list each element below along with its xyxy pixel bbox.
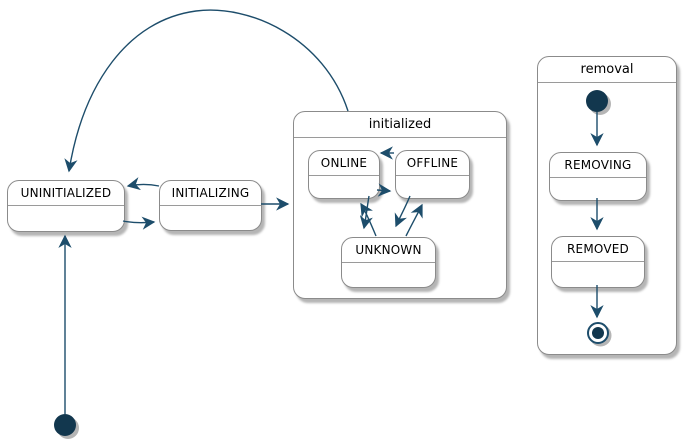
transition-uninitialized-to-initializing bbox=[122, 216, 156, 230]
state-uninitialized: UNINITIALIZED bbox=[7, 180, 125, 232]
state-removed: REMOVED bbox=[551, 236, 645, 288]
state-online-body bbox=[309, 176, 379, 198]
state-removing-label: REMOVING bbox=[550, 153, 646, 178]
state-initializing: INITIALIZING bbox=[159, 180, 262, 231]
state-offline-label: OFFLINE bbox=[396, 151, 469, 176]
composite-initialized-title: initialized bbox=[294, 112, 506, 138]
initial-state-shadow bbox=[57, 417, 79, 439]
state-offline-body bbox=[396, 176, 469, 198]
composite-initialized-region: ONLINE OFFLINE UNKNOWN bbox=[294, 138, 506, 298]
state-online: ONLINE bbox=[308, 150, 380, 199]
state-unknown-body bbox=[342, 263, 435, 287]
transition-initializing-to-uninitialized bbox=[126, 177, 160, 191]
composite-state-removal: removal REMOVING REMOVED bbox=[537, 56, 677, 355]
state-removed-label: REMOVED bbox=[552, 237, 644, 262]
state-uninitialized-label: UNINITIALIZED bbox=[8, 181, 124, 206]
state-removing: REMOVING bbox=[549, 152, 647, 201]
initial-state-main bbox=[54, 414, 76, 436]
composite-state-initialized: initialized ONLINE OFFLINE UNKNOWN bbox=[293, 111, 507, 299]
composite-removal-region: REMOVING REMOVED bbox=[538, 83, 676, 354]
state-unknown: UNKNOWN bbox=[341, 237, 436, 288]
state-online-label: ONLINE bbox=[309, 151, 379, 176]
state-unknown-label: UNKNOWN bbox=[342, 238, 435, 263]
state-removing-body bbox=[550, 178, 646, 200]
state-offline: OFFLINE bbox=[395, 150, 470, 199]
state-removed-body bbox=[552, 262, 644, 287]
state-uninitialized-body bbox=[8, 206, 124, 231]
state-initializing-label: INITIALIZING bbox=[160, 181, 261, 206]
composite-removal-title: removal bbox=[538, 57, 676, 83]
state-initializing-body bbox=[160, 206, 261, 230]
